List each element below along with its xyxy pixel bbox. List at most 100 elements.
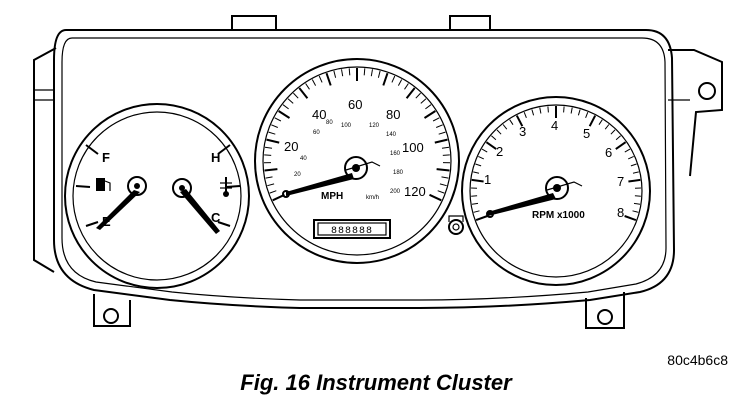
mph-label-100: 100 <box>402 140 424 155</box>
speedometer-tick <box>438 131 446 135</box>
tach-label-1: 1 <box>484 172 491 187</box>
tach-label-2: 2 <box>496 144 503 159</box>
speedometer-tick <box>391 75 396 83</box>
mph-label-120: 120 <box>404 184 426 199</box>
mph-label-40: 40 <box>312 107 326 122</box>
tachometer-tick <box>585 112 589 118</box>
tachometer-tick <box>630 163 637 167</box>
speedometer-tick <box>298 87 309 99</box>
kmh-label-80: 80 <box>326 120 333 126</box>
fuel-full-label: F <box>102 150 110 165</box>
mph-label-20: 20 <box>284 139 298 154</box>
speedometer-tick <box>436 124 443 128</box>
tachometer-tick <box>471 202 479 205</box>
speedometer-tick <box>266 138 280 144</box>
tachometer-tick <box>531 109 535 116</box>
fuel-half-tick <box>75 185 91 188</box>
tachometer-tick <box>628 178 641 183</box>
speedometer-tick <box>442 154 450 156</box>
speedometer-tick <box>441 176 449 179</box>
temp-needle <box>172 178 220 234</box>
speedometer-tick <box>397 79 403 86</box>
speedometer-tick <box>377 70 381 78</box>
speedometer-tick <box>434 138 448 144</box>
speedometer-tick <box>271 124 278 128</box>
speedometer-tick <box>370 69 373 77</box>
tach-label-7: 7 <box>617 174 624 189</box>
speedometer-tick <box>415 92 421 99</box>
tachometer-tick <box>615 135 621 141</box>
tachometer-tick <box>515 115 524 127</box>
tachometer-tick <box>539 107 542 114</box>
speedometer-tick <box>278 110 291 119</box>
speedometer-tick <box>282 104 289 110</box>
speedometer-tick <box>348 68 351 76</box>
speedometer-tick <box>382 72 389 86</box>
temp-cold-label: C <box>211 210 221 225</box>
speedometer-tick <box>425 104 432 110</box>
speedometer-tick <box>325 72 332 86</box>
bottom-mounting-tabs <box>93 292 625 329</box>
tachometer-tick <box>588 115 597 127</box>
tachometer-tick <box>471 178 484 183</box>
speedometer-tick <box>333 70 337 78</box>
tachometer-tick <box>491 135 497 141</box>
kmh-label-140: 140 <box>386 132 397 138</box>
speedometer-tick <box>265 176 273 179</box>
speedometer-tick <box>437 190 445 194</box>
tachometer-tick <box>547 106 549 113</box>
speedometer-tick <box>264 154 272 156</box>
speedometer-tick <box>441 146 450 149</box>
tach-label-5: 5 <box>583 126 590 141</box>
fuel-temp-gauge: F E H C <box>64 103 250 289</box>
tachometer-tick <box>475 215 488 222</box>
fuel-pump-icon <box>96 178 111 191</box>
mph-label-60: 60 <box>348 97 362 112</box>
speedometer-tick <box>420 98 427 104</box>
tachometer-tick <box>473 210 480 213</box>
speedometer-tick <box>429 193 442 202</box>
temp-cold-tick <box>217 221 231 227</box>
tach-label-3: 3 <box>519 124 526 139</box>
temp-hot-label: H <box>211 150 220 165</box>
figure-caption: Fig. 16 Instrument Cluster <box>240 370 512 395</box>
speedometer-tick <box>432 117 440 122</box>
tachometer-tick <box>523 112 527 118</box>
tachometer-tick <box>502 124 508 130</box>
tach-label-8: 8 <box>617 205 624 220</box>
speedometer-tick <box>293 92 299 99</box>
tachometer-tick <box>598 119 603 125</box>
speedometer-tick <box>264 168 278 172</box>
figure-reference-code: 80c4b6c8 <box>667 352 728 368</box>
speedometer-tick <box>423 110 436 119</box>
temp-mid-tick <box>225 185 241 188</box>
fuel-empty-tick <box>85 221 99 227</box>
tachometer-tick <box>624 215 637 222</box>
speedometer-tick <box>439 183 447 187</box>
speedometer-tick <box>405 87 416 99</box>
speedometer-tick <box>311 79 317 86</box>
kmh-unit-label: km/h <box>366 195 379 201</box>
tachometer-tick <box>633 202 641 205</box>
temp-hot-tick <box>217 144 231 155</box>
tachometer-tick <box>604 124 610 130</box>
tachometer-tick <box>475 163 482 167</box>
speedometer-tick <box>287 98 294 104</box>
coolant-temp-icon <box>220 177 232 197</box>
speedometer: 20 40 60 80 100 120 20 40 60 80 100 120 … <box>254 58 460 264</box>
tachometer-tick <box>570 107 573 114</box>
speedometer-tick <box>363 68 366 76</box>
trip-reset-button[interactable] <box>448 215 464 235</box>
cluster-bezel <box>53 29 676 309</box>
tachometer-tick <box>485 141 497 150</box>
speedometer-tick <box>404 83 409 90</box>
tach-unit-label: RPM x1000 <box>532 210 585 221</box>
speedometer-tick <box>274 117 282 122</box>
kmh-label-60: 60 <box>313 130 320 136</box>
speedometer-needle <box>282 156 381 198</box>
kmh-label-20: 20 <box>294 172 301 178</box>
mph-unit-label: MPH <box>321 191 343 202</box>
right-mounting-bracket <box>668 49 723 177</box>
left-mounting-bracket <box>33 47 57 273</box>
